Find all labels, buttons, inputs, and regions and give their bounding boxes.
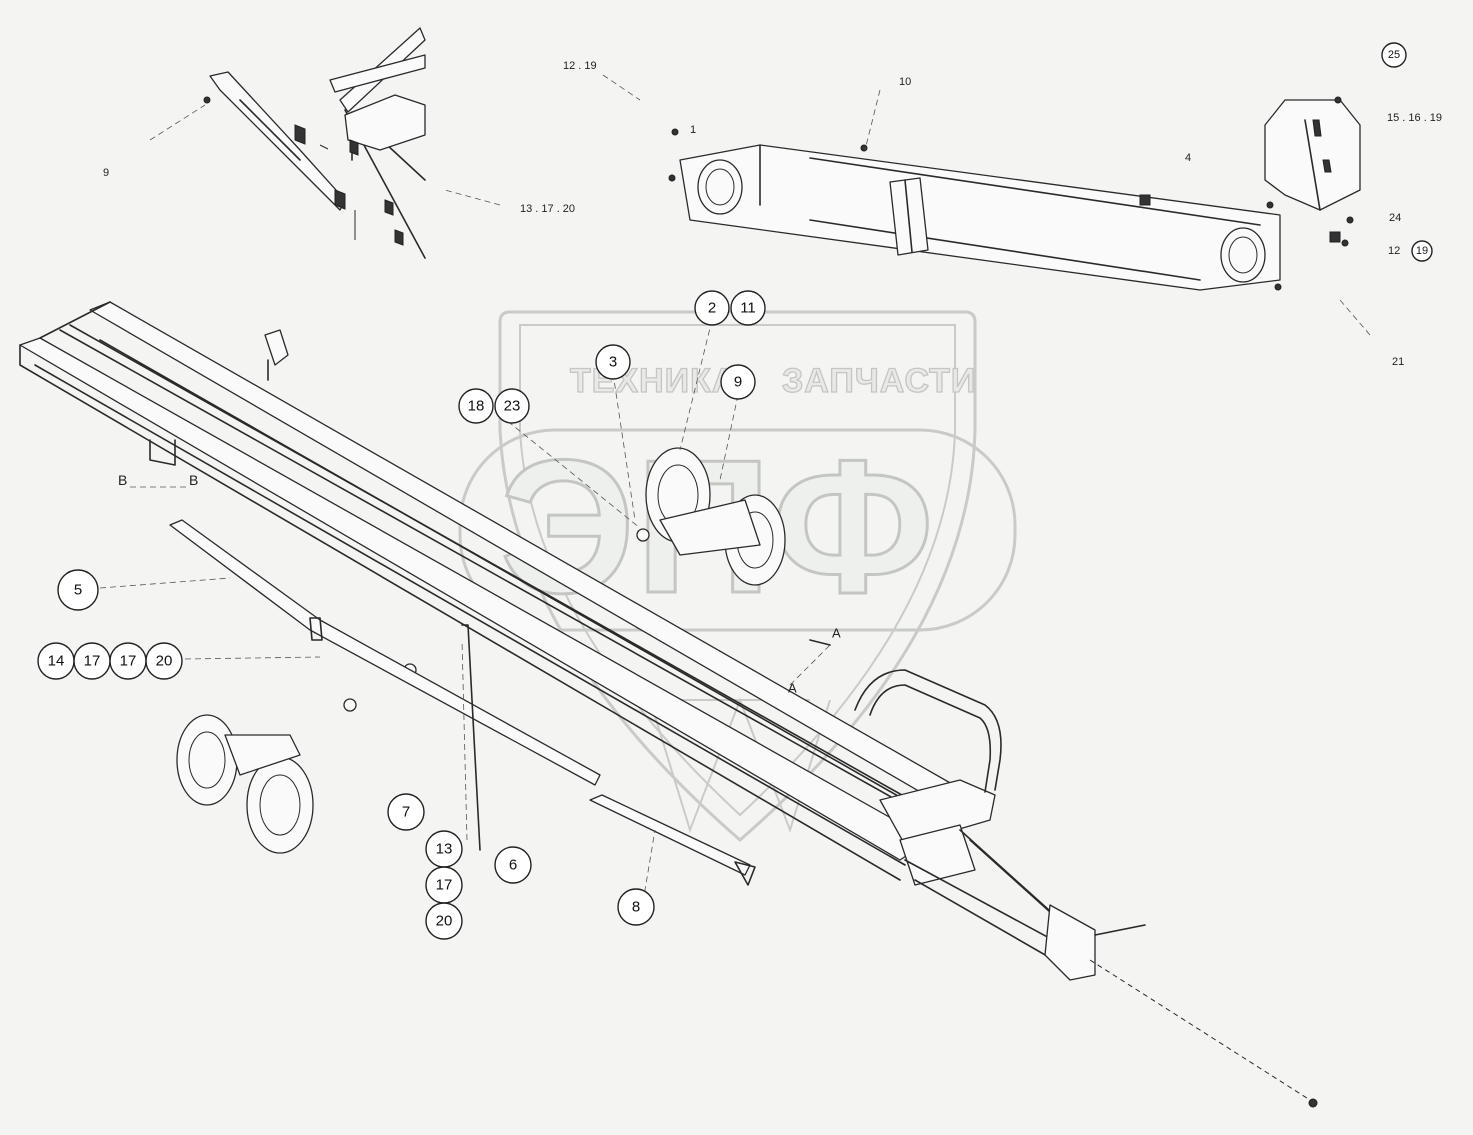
label-4: 4 bbox=[1185, 152, 1191, 164]
callout-9: 9 bbox=[720, 364, 756, 400]
svg-text:17: 17 bbox=[84, 653, 101, 670]
svg-text:19: 19 bbox=[1416, 245, 1428, 257]
callout-6: 6 bbox=[494, 846, 532, 884]
callout-23: 23 bbox=[494, 388, 530, 424]
label-13-17-20: 13 . 17 . 20 bbox=[520, 203, 575, 215]
svg-text:8: 8 bbox=[632, 899, 640, 916]
label-15-16-19: 15 . 16 . 19 bbox=[1387, 112, 1442, 124]
leader-lines bbox=[99, 74, 1371, 903]
callout-17-a: 17 bbox=[73, 642, 111, 680]
front-wheel-set bbox=[636, 447, 786, 586]
section-a-bottom: A bbox=[788, 681, 797, 696]
callout-3: 3 bbox=[595, 344, 631, 380]
svg-text:13: 13 bbox=[436, 841, 453, 858]
watermark-shield-inner bbox=[519, 324, 956, 817]
svg-text:25: 25 bbox=[1388, 49, 1400, 61]
callout-7: 7 bbox=[387, 793, 425, 831]
section-b-left: B bbox=[118, 472, 127, 488]
rear-wheel-set bbox=[176, 663, 417, 854]
svg-text:11: 11 bbox=[740, 300, 756, 317]
watermark-brand-left: ТЕХНИКА bbox=[570, 362, 737, 400]
label-21: 21 bbox=[1392, 356, 1404, 368]
section-a-top: A bbox=[832, 626, 841, 641]
callout-18: 18 bbox=[458, 388, 494, 424]
callout-25: 25 bbox=[1381, 42, 1407, 68]
svg-text:14: 14 bbox=[48, 653, 65, 670]
callout-13: 13 bbox=[425, 830, 463, 868]
label-1: 1 bbox=[690, 124, 696, 136]
watermark-logo: ЭПФ bbox=[500, 421, 934, 633]
label-9: 9 bbox=[103, 167, 109, 179]
svg-text:20: 20 bbox=[436, 913, 453, 930]
svg-text:17: 17 bbox=[120, 653, 137, 670]
watermark: ТЕХНИКА ЗАПЧАСТИ ЭПФ bbox=[458, 310, 1017, 842]
side-rails bbox=[169, 519, 831, 886]
label-12-19: 12 . 19 bbox=[563, 60, 597, 72]
callout-20: 20 bbox=[145, 642, 183, 680]
callout-5: 5 bbox=[57, 569, 99, 611]
callout-8: 8 bbox=[617, 888, 655, 926]
callout-20-b: 20 bbox=[425, 902, 463, 940]
label-10: 10 bbox=[899, 76, 911, 88]
svg-text:20: 20 bbox=[156, 653, 173, 670]
detail-top-right bbox=[668, 96, 1361, 291]
svg-text:2: 2 bbox=[708, 300, 716, 317]
plain-callouts: 12 . 19 10 1 9 13 . 17 . 20 4 15 . 16 . … bbox=[103, 60, 1442, 696]
watermark-brand-right: ЗАПЧАСТИ bbox=[782, 362, 976, 400]
svg-text:5: 5 bbox=[74, 582, 82, 599]
section-b-right: B bbox=[189, 472, 198, 488]
label-24: 24 bbox=[1389, 212, 1401, 224]
label-19-circled: 19 bbox=[1411, 240, 1433, 262]
trailer-frame bbox=[19, 301, 1318, 1108]
detail-top-left bbox=[203, 27, 426, 259]
watermark-oval bbox=[458, 428, 1017, 632]
watermark-shield-outer bbox=[498, 310, 977, 842]
callout-14: 14 bbox=[37, 642, 75, 680]
svg-text:17: 17 bbox=[436, 877, 453, 894]
circled-callouts: 2 11 3 9 18 23 5 14 17 17 20 7 13 17 20 … bbox=[37, 42, 1407, 940]
callout-11: 11 bbox=[730, 290, 766, 326]
svg-text:6: 6 bbox=[509, 857, 517, 874]
svg-text:3: 3 bbox=[609, 354, 617, 371]
svg-text:9: 9 bbox=[734, 374, 742, 391]
callout-17-c: 17 bbox=[425, 866, 463, 904]
svg-text:18: 18 bbox=[468, 398, 485, 415]
callout-17-b: 17 bbox=[109, 642, 147, 680]
svg-text:7: 7 bbox=[402, 804, 410, 821]
callout-2: 2 bbox=[694, 290, 730, 326]
label-12: 12 bbox=[1388, 245, 1400, 257]
svg-text:23: 23 bbox=[504, 398, 521, 415]
